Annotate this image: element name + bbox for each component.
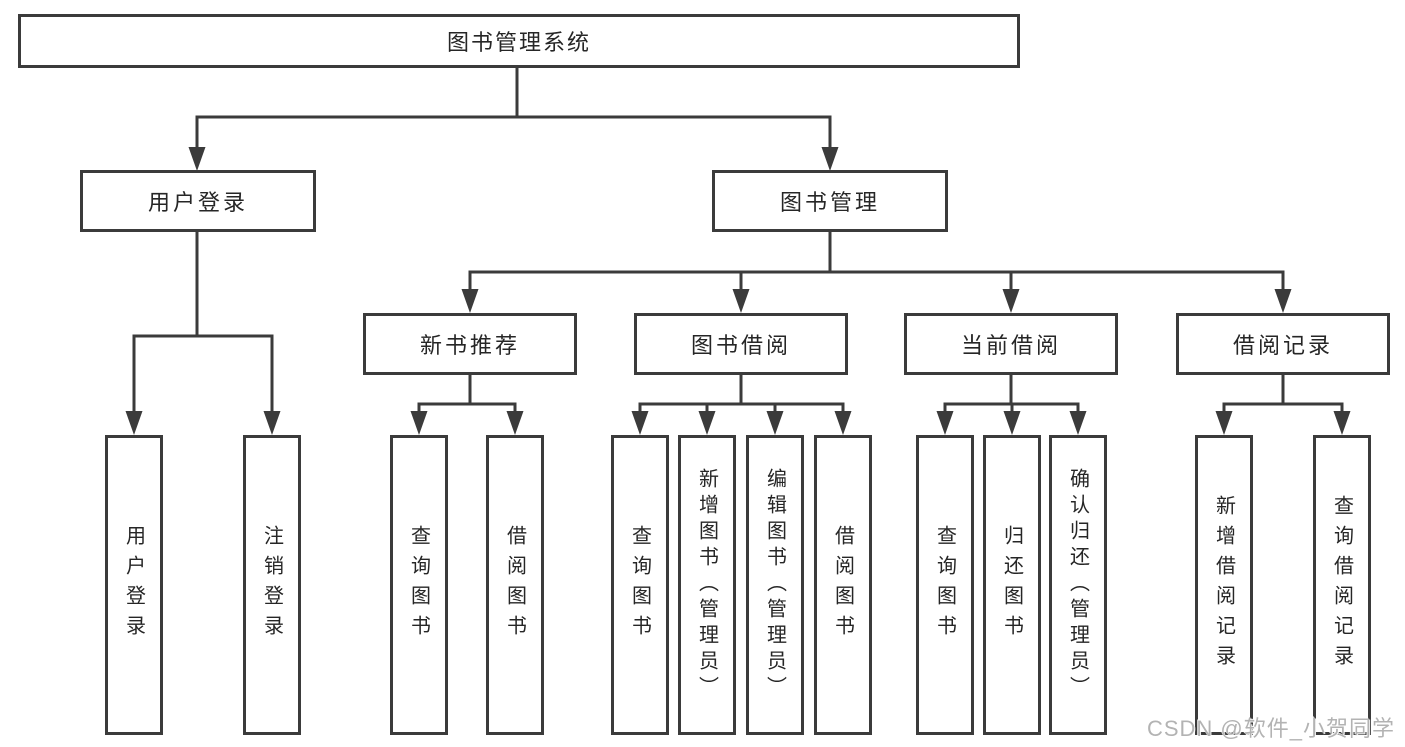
node-root-label: 图书管理系统: [446, 30, 591, 55]
leaf-borrow-books-label: 借阅图书: [831, 525, 854, 645]
leaf-add-borrow-record-label: 新增借阅记录: [1212, 495, 1235, 675]
leaf-borrow-books: 借阅图书: [814, 435, 872, 735]
leaf-logout: 注销登录: [243, 435, 301, 735]
leaf-return-books-label: 归还图书: [1000, 525, 1023, 645]
node-new-book-recommend: 新书推荐: [363, 313, 577, 375]
node-user-login-label: 用户登录: [147, 190, 248, 215]
node-current-borrow-label: 当前借阅: [960, 333, 1061, 358]
node-user-login: 用户登录: [80, 170, 316, 232]
leaf-current-query-books: 查询图书: [916, 435, 974, 735]
leaf-confirm-return-admin: 确认归还（管理员）: [1049, 435, 1107, 735]
leaf-edit-books-admin-label: 编辑图书（管理员）: [763, 468, 786, 702]
leaf-add-books-admin-label: 新增图书（管理员）: [695, 468, 718, 702]
leaf-user-login-label: 用户登录: [122, 525, 145, 645]
leaf-recommend-borrow-books-label: 借阅图书: [503, 525, 526, 645]
leaf-recommend-borrow-books: 借阅图书: [486, 435, 544, 735]
node-current-borrow: 当前借阅: [904, 313, 1118, 375]
node-root: 图书管理系统: [18, 14, 1020, 68]
leaf-borrow-query-books: 查询图书: [611, 435, 669, 735]
leaf-current-query-books-label: 查询图书: [933, 525, 956, 645]
node-borrow-records-label: 借阅记录: [1232, 333, 1333, 358]
node-book-management: 图书管理: [712, 170, 948, 232]
leaf-borrow-query-books-label: 查询图书: [628, 525, 651, 645]
csdn-watermark: CSDN @软件_小贺同学: [1146, 716, 1395, 741]
node-book-borrow: 图书借阅: [634, 313, 848, 375]
leaf-query-borrow-record: 查询借阅记录: [1313, 435, 1371, 735]
leaf-recommend-query-books-label: 查询图书: [407, 525, 430, 645]
leaf-user-login: 用户登录: [105, 435, 163, 735]
leaf-edit-books-admin: 编辑图书（管理员）: [746, 435, 804, 735]
leaf-query-borrow-record-label: 查询借阅记录: [1330, 495, 1353, 675]
leaf-return-books: 归还图书: [983, 435, 1041, 735]
leaf-add-borrow-record: 新增借阅记录: [1195, 435, 1253, 735]
leaf-logout-label: 注销登录: [260, 525, 283, 645]
node-book-management-label: 图书管理: [779, 190, 880, 215]
leaf-add-books-admin: 新增图书（管理员）: [678, 435, 736, 735]
node-book-borrow-label: 图书借阅: [690, 333, 791, 358]
leaf-confirm-return-admin-label: 确认归还（管理员）: [1066, 468, 1089, 702]
node-new-book-recommend-label: 新书推荐: [419, 333, 520, 358]
node-borrow-records: 借阅记录: [1176, 313, 1390, 375]
leaf-recommend-query-books: 查询图书: [390, 435, 448, 735]
